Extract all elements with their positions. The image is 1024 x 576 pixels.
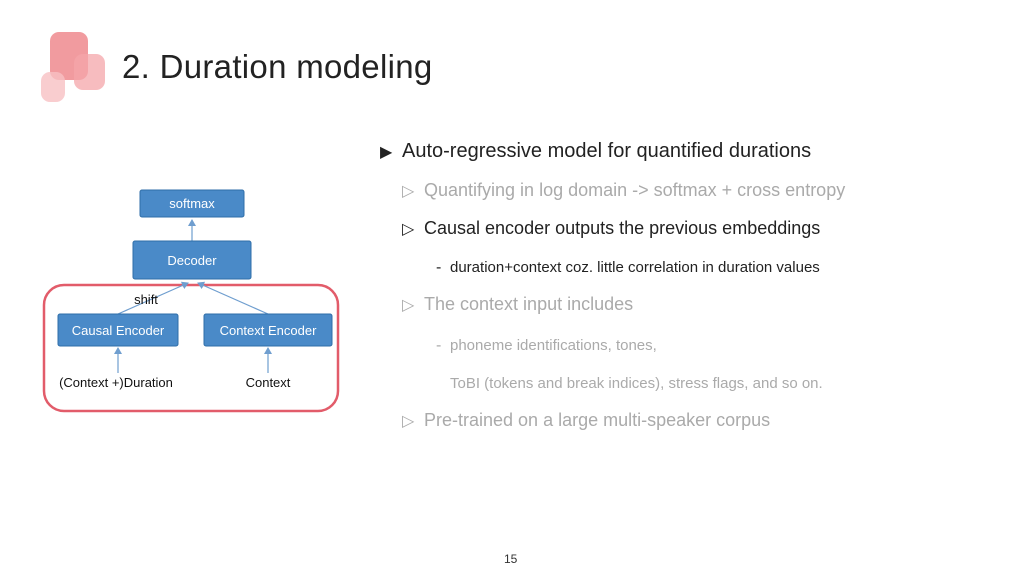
bullet-main-text: Auto-regressive model for quantified dur… [402,140,812,162]
bullet-sub-3: ▷ The context input includes [402,294,633,315]
softmax-box [139,189,245,218]
context-encoder-label: Context Encoder [220,323,318,338]
decoder-label: Decoder [167,253,217,268]
page-number: 15 [504,552,518,566]
hollow-play-marker-icon: ▷ [402,183,415,200]
decor-square-left [41,72,65,102]
causal-encoder-label: Causal Encoder [72,323,165,338]
hollow-play-marker-icon: ▷ [402,413,415,430]
dash-marker: - [436,337,442,354]
left-input-label: (Context +)Duration [59,375,173,390]
bullet-sub-3-detail-1: -phoneme identifications, tones, [436,337,657,355]
play-marker-icon: ▶ [380,144,393,161]
slide-title: 2. Duration modeling [122,48,433,85]
bullet-sub-3-detail-2-text: ToBI (tokens and break indices), stress … [450,375,823,392]
bullet-sub-4: ▷ Pre-trained on a large multi-speaker co… [402,410,770,431]
decor-square-right [74,54,105,90]
context-encoder-box [203,313,333,347]
bullet-sub-3-text: The context input includes [424,294,634,314]
causal-encoder-box [57,313,179,347]
shift-label: shift [134,292,158,307]
bullet-sub-3-detail-2: ToBI (tokens and break indices), stress … [450,375,823,392]
hollow-play-marker-icon: ▷ [402,297,415,314]
bullet-sub-2-text: Causal encoder outputs the previous embe… [424,218,821,238]
bullet-main: ▶ Auto-regressive model for quantified du… [380,140,811,163]
hollow-play-marker-icon: ▷ [402,221,415,238]
arrow-context-to-decoder [197,281,269,315]
bullet-sub-2: ▷ Causal encoder outputs the previous emb… [402,218,820,239]
bullet-sub-2-detail-text: duration+context coz. little correlation… [450,259,820,276]
bullet-sub-1-text: Quantifying in log domain -> softmax + c… [424,180,846,200]
arrow-causal-to-decoder [117,281,189,315]
right-input-label: Context [246,375,291,390]
dash-marker: - [436,259,442,276]
bullet-sub-2-detail: -duration+context coz. little correlatio… [436,259,820,277]
bullet-sub-4-text: Pre-trained on a large multi-speaker cor… [424,410,771,430]
bullet-sub-1: ▷ Quantifying in log domain -> softmax + … [402,180,845,201]
softmax-label: softmax [169,196,215,211]
causal-region-outline [42,283,340,413]
bullet-sub-3-detail-1-text: phoneme identifications, tones, [450,337,657,354]
decoder-box [132,240,252,280]
